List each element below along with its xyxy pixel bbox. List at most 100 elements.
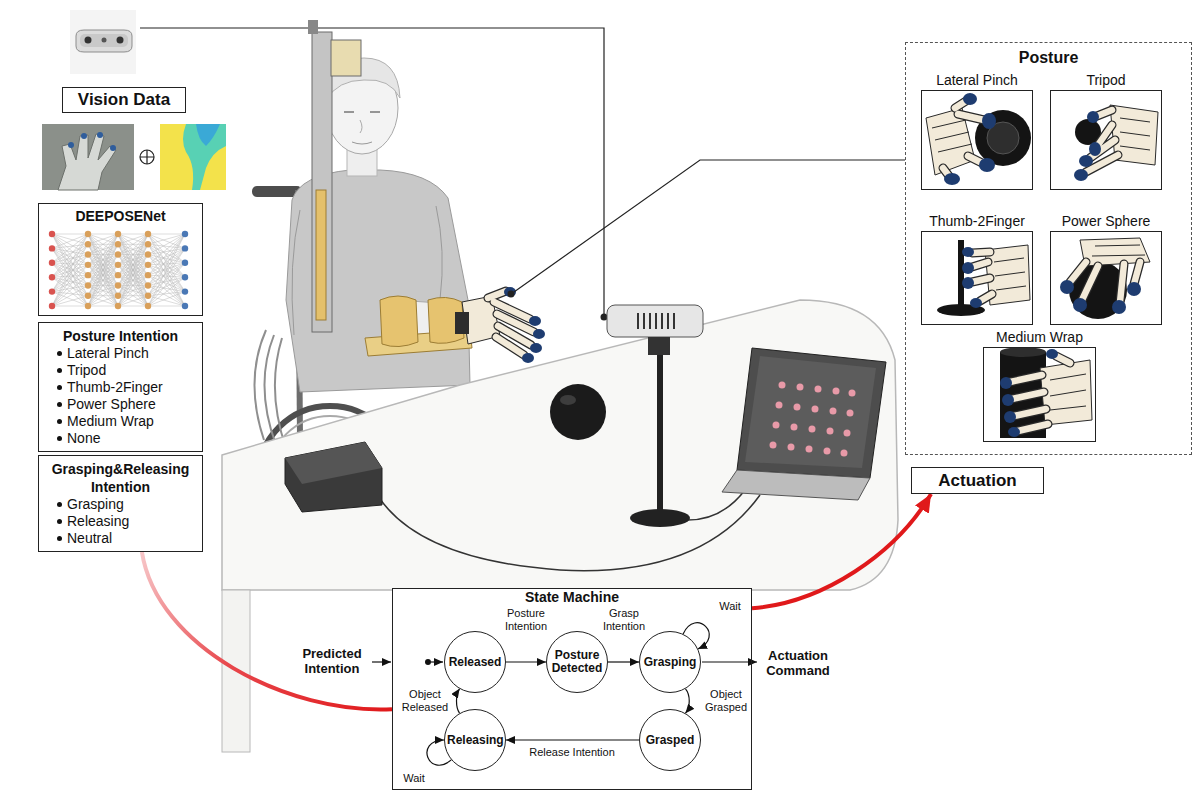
posture-thumbnail: Thumb-2Finger bbox=[921, 212, 1033, 325]
support-pole bbox=[308, 20, 361, 332]
hand-exoskeleton-part bbox=[504, 287, 545, 363]
posture-frame bbox=[983, 347, 1096, 442]
neural-network-part-part bbox=[85, 262, 91, 268]
neural-network-part-part bbox=[49, 231, 55, 237]
self-loop-arrow bbox=[683, 623, 709, 649]
thumb-2finger-picture-part-part bbox=[970, 298, 982, 308]
hand-exoskeleton bbox=[455, 287, 545, 363]
neural-network-part-part bbox=[145, 241, 151, 247]
item-text: Medium Wrap bbox=[67, 413, 154, 429]
list-item: Neutral bbox=[45, 530, 196, 547]
state-name: Released bbox=[449, 656, 502, 669]
state-machine-io-arrows-part bbox=[372, 661, 391, 662]
posture-name: Power Sphere bbox=[1050, 212, 1162, 230]
camera-photo-part bbox=[80, 34, 128, 47]
box-title: Actuation bbox=[938, 471, 1016, 491]
neural-network-part-part bbox=[49, 274, 55, 280]
vision-images-part bbox=[183, 124, 226, 190]
user-figure-part bbox=[344, 111, 380, 113]
list-item: Power Sphere bbox=[45, 396, 196, 413]
item-text: Grasping bbox=[67, 496, 124, 512]
bullet-dot bbox=[57, 536, 62, 541]
support-pole-part bbox=[308, 20, 318, 34]
item-text: Tripod bbox=[67, 362, 106, 378]
laptop-part-part bbox=[794, 404, 801, 411]
neural-network-part-part bbox=[182, 303, 188, 309]
neural-network-part-part bbox=[49, 288, 55, 294]
bullet-dot bbox=[57, 436, 62, 441]
laptop-part-part bbox=[824, 448, 831, 455]
laptop bbox=[722, 348, 886, 500]
medium-wrap-picture-part-part bbox=[1004, 411, 1016, 423]
power-sphere-picture bbox=[1060, 238, 1150, 319]
cables-part bbox=[688, 490, 745, 520]
ball bbox=[550, 384, 606, 440]
neural-network-part-part bbox=[115, 262, 121, 268]
bullet-dot bbox=[57, 419, 62, 424]
state-circle: Releasing bbox=[444, 709, 506, 771]
hand-exoskeleton-part-part bbox=[530, 343, 542, 353]
hand-exoskeleton-part bbox=[488, 291, 534, 355]
box-title: DEEPOSENet bbox=[45, 207, 196, 225]
laptop-part-part bbox=[830, 408, 837, 415]
depth-camera-part bbox=[638, 313, 674, 329]
posture-frame bbox=[921, 90, 1033, 190]
power-sphere-picture-part-part bbox=[1127, 282, 1141, 296]
neural-network-part-part bbox=[52, 234, 185, 306]
vision-images-part bbox=[58, 134, 116, 190]
neural-network-part-part bbox=[182, 245, 188, 251]
neural-network-part-part bbox=[115, 282, 121, 288]
laptop-part-part bbox=[809, 426, 816, 433]
neural-network-part-part bbox=[85, 293, 91, 299]
transition-arrow bbox=[457, 689, 460, 713]
thumb-2finger-picture-part-part bbox=[962, 262, 974, 274]
posture-thumbnail: Power Sphere bbox=[1050, 212, 1162, 325]
lateral-pinch-picture-part bbox=[943, 101, 984, 176]
list-item: Thumb-2Finger bbox=[45, 379, 196, 396]
neural-network-part-part bbox=[182, 274, 188, 280]
laptop-part-part bbox=[770, 442, 777, 449]
state-name: Grasped bbox=[646, 734, 695, 747]
lateral-pinch-picture-part-part bbox=[979, 158, 995, 172]
lateral-pinch-picture-part bbox=[944, 93, 996, 185]
depth-camera-part bbox=[607, 305, 703, 337]
transition-label: Posture Intention bbox=[500, 607, 552, 632]
transition-label: Release Intention bbox=[524, 746, 620, 759]
posture-thumbnail: Lateral Pinch bbox=[921, 71, 1033, 190]
power-sphere-picture-part bbox=[1060, 280, 1141, 314]
intention-list-box: Grasping&Releasing IntentionGraspingRele… bbox=[38, 455, 203, 552]
annotation-label: Actuation Command bbox=[760, 648, 836, 678]
wheelchair-part bbox=[254, 330, 286, 448]
thumb-2finger-picture-part bbox=[962, 247, 982, 308]
laptop-part-part bbox=[841, 450, 848, 457]
neural-network-part-part bbox=[85, 241, 91, 247]
transition-label: Wait bbox=[716, 600, 744, 613]
laptop-part-part bbox=[797, 384, 804, 391]
medium-wrap-picture-part bbox=[1010, 356, 1070, 431]
transition-label: Object Released bbox=[400, 688, 450, 713]
neural-network-part-part bbox=[49, 245, 55, 251]
state-machine-io-arrows-part bbox=[702, 661, 757, 662]
vision-images-part bbox=[140, 150, 154, 164]
neural-network-part-part bbox=[145, 282, 151, 288]
bullet-dot bbox=[57, 368, 62, 373]
transition-label: Grasp Intention bbox=[599, 607, 649, 632]
user-figure-part bbox=[360, 120, 362, 133]
neural-network bbox=[49, 231, 188, 309]
camera-photo-part bbox=[117, 37, 124, 44]
tripod-picture-part bbox=[1120, 118, 1150, 150]
forearm-brace-part bbox=[380, 296, 418, 347]
bullet-dot bbox=[57, 519, 62, 524]
power-sphere-picture-part bbox=[1070, 262, 1140, 302]
list-item: Grasping bbox=[45, 496, 196, 513]
vision-images-part bbox=[97, 132, 103, 138]
item-text: Lateral Pinch bbox=[67, 345, 149, 361]
posture-frame bbox=[1050, 90, 1162, 190]
laptop-part bbox=[770, 382, 856, 457]
depth-camera-part bbox=[657, 355, 663, 515]
posture-thumbnail: Tripod bbox=[1050, 71, 1162, 190]
laptop-part-part bbox=[776, 402, 783, 409]
neural-network-part-part bbox=[115, 251, 121, 257]
medium-wrap-picture-part-part bbox=[1000, 377, 1012, 389]
